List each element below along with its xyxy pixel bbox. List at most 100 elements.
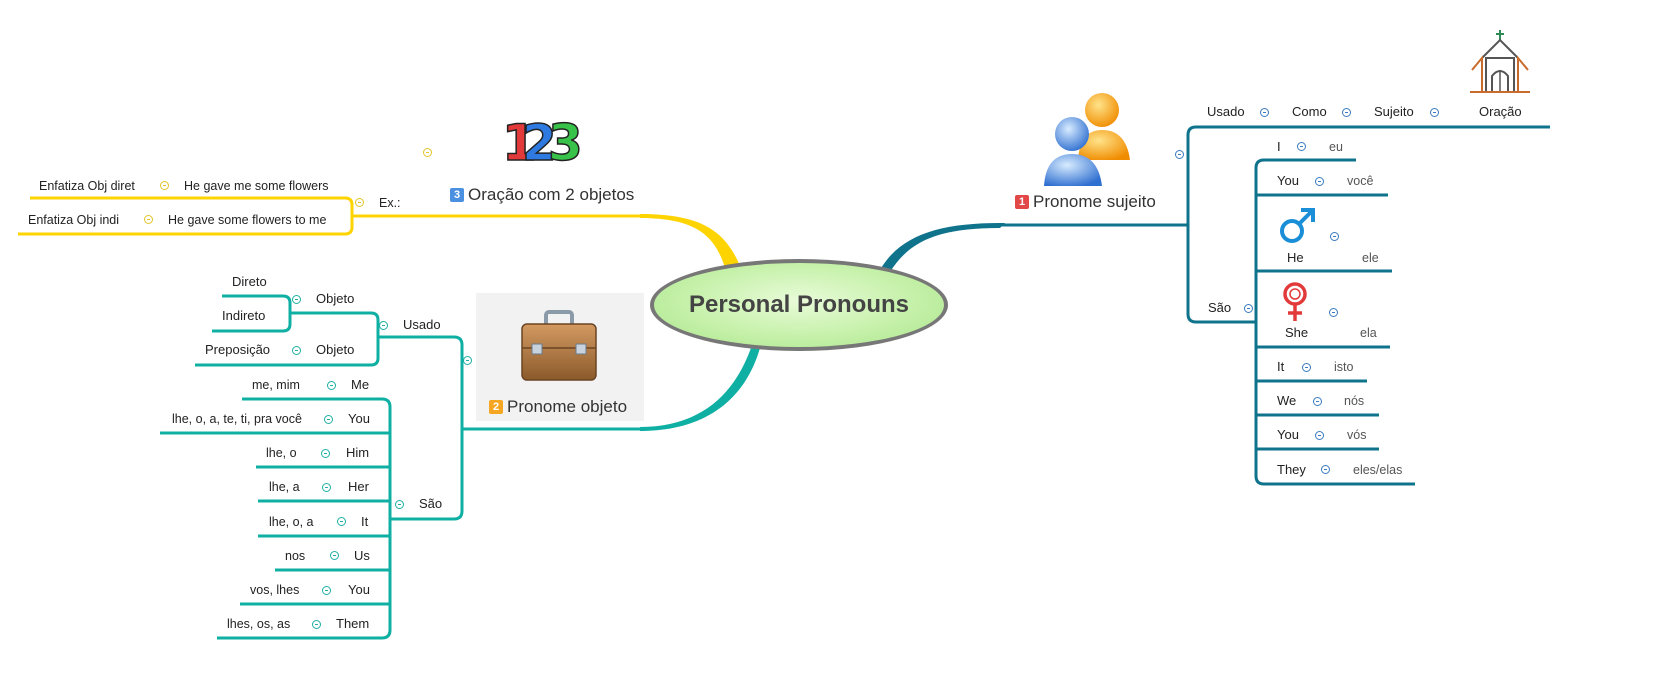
example-note[interactable]: Enfatiza Obj diret [39, 179, 135, 193]
collapse-toggle-sujeito[interactable] [1430, 108, 1439, 117]
collapse-toggle[interactable] [322, 483, 331, 492]
pronoun-pt[interactable]: você [1347, 174, 1374, 188]
badge-2: 2 [489, 400, 503, 414]
pronoun-en[interactable]: We [1277, 393, 1297, 408]
object-pronoun-pt[interactable]: lhe, o, a [269, 515, 314, 529]
collapse-toggle[interactable] [1329, 308, 1338, 317]
object-pronoun-en[interactable]: Her [348, 479, 369, 494]
central-topic-label: Personal Pronouns [688, 291, 910, 318]
collapse-toggle[interactable] [144, 215, 153, 224]
node-como[interactable]: Como [1292, 104, 1327, 119]
male-symbol-icon [1277, 205, 1317, 247]
object-pronoun-en[interactable]: You [348, 411, 370, 426]
collapse-toggle-ex[interactable] [355, 198, 364, 207]
church-icon [1468, 28, 1532, 94]
numbers-123-glyph-3: 3 [548, 114, 582, 168]
node-oracao[interactable]: Oração [1479, 104, 1522, 119]
object-pronoun-en[interactable]: You [348, 582, 370, 597]
badge-1: 1 [1015, 195, 1029, 209]
collapse-toggle[interactable] [337, 517, 346, 526]
branch-two-objects-main [640, 214, 740, 268]
collapse-toggle[interactable] [330, 551, 339, 560]
topic-pronome-objeto[interactable]: 2 Pronome objeto [489, 397, 627, 417]
node-usado-object[interactable]: Usado [403, 317, 441, 332]
collapse-toggle[interactable] [1321, 465, 1330, 474]
branch-subject-main [880, 223, 1005, 272]
users-icon [1040, 90, 1135, 190]
node-direto[interactable]: Direto [232, 274, 267, 289]
badge-3: 3 [450, 188, 464, 202]
example-note[interactable]: Enfatiza Obj indi [28, 213, 120, 227]
pronoun-en[interactable]: You [1277, 427, 1299, 442]
collapse-toggle[interactable] [321, 449, 330, 458]
topic-oracao-2-objetos-label: Oração com 2 objetos [468, 185, 635, 204]
collapse-toggle[interactable] [324, 415, 333, 424]
example-sentence[interactable]: He gave some flowers to me [168, 213, 327, 227]
collapse-toggle-subject[interactable] [1175, 150, 1184, 159]
object-pronoun-pt[interactable]: lhes, os, as [227, 617, 291, 631]
collapse-toggle[interactable] [1302, 363, 1311, 372]
collapse-toggle[interactable] [1297, 142, 1306, 151]
object-pronoun-pt[interactable]: vos, lhes [250, 583, 300, 597]
collapse-toggle-como[interactable] [1342, 108, 1351, 117]
node-sao-subject[interactable]: São [1208, 300, 1232, 315]
topic-oracao-2-objetos[interactable]: 3 Oração com 2 objetos [450, 185, 634, 205]
pronoun-pt[interactable]: ela [1360, 326, 1377, 340]
collapse-toggle-sao-object[interactable] [395, 500, 404, 509]
object-pronoun-en[interactable]: Them [336, 616, 370, 631]
node-sao-object[interactable]: São [419, 496, 443, 511]
object-pronoun-pt[interactable]: lhe, o, a, te, ti, pra você [172, 412, 302, 426]
pronoun-en[interactable]: They [1277, 462, 1306, 477]
node-objeto[interactable]: Objeto [316, 291, 355, 306]
pronoun-pt[interactable]: nós [1344, 394, 1365, 408]
pronoun-en[interactable]: He [1287, 250, 1304, 265]
pronoun-en[interactable]: She [1285, 325, 1309, 340]
central-topic[interactable]: Personal Pronouns [650, 259, 948, 351]
object-pronoun-pt[interactable]: nos [285, 549, 306, 563]
collapse-toggle-objeto[interactable] [292, 295, 301, 304]
collapse-toggle[interactable] [1313, 397, 1322, 406]
branch-object-main [640, 345, 760, 431]
pronoun-en[interactable]: It [1277, 359, 1285, 374]
collapse-toggle[interactable] [312, 620, 321, 629]
example-sentence[interactable]: He gave me some flowers [184, 179, 329, 193]
node-ex[interactable]: Ex.: [379, 196, 401, 210]
collapse-toggle[interactable] [327, 381, 336, 390]
collapse-toggle-usado-object[interactable] [379, 321, 388, 330]
collapse-toggle[interactable] [322, 586, 331, 595]
female-symbol-icon [1280, 281, 1310, 323]
pronoun-pt[interactable]: ele [1362, 251, 1379, 265]
object-pronoun-pt[interactable]: lhe, o [266, 446, 297, 460]
collapse-toggle[interactable] [1330, 232, 1339, 241]
node-sujeito[interactable]: Sujeito [1374, 104, 1414, 119]
node-usado-subject[interactable]: Usado [1207, 104, 1245, 119]
collapse-toggle-object[interactable] [463, 356, 472, 365]
pronoun-pt[interactable]: vós [1347, 428, 1367, 442]
pronoun-pt[interactable]: eu [1329, 140, 1343, 154]
pronoun-en[interactable]: You [1277, 173, 1299, 188]
object-pronoun-pt[interactable]: lhe, a [269, 480, 300, 494]
object-pronoun-pt[interactable]: me, mim [252, 378, 300, 392]
object-pronoun-en[interactable]: Me [351, 377, 370, 392]
collapse-toggle-objeto-2[interactable] [292, 346, 301, 355]
pronoun-pt[interactable]: isto [1334, 360, 1354, 374]
node-preposicao[interactable]: Preposição [205, 342, 271, 357]
numbers-123-glyph-2: 2 [522, 114, 557, 168]
collapse-toggle[interactable] [1315, 431, 1324, 440]
topic-pronome-sujeito-label: Pronome sujeito [1033, 192, 1156, 211]
collapse-toggle-two-objects[interactable] [423, 148, 432, 157]
collapse-toggle-usado-subject[interactable] [1260, 108, 1269, 117]
collapse-toggle[interactable] [1315, 177, 1324, 186]
pronoun-pt[interactable]: eles/elas [1353, 463, 1403, 477]
topic-pronome-objeto-label: Pronome objeto [507, 397, 628, 416]
object-pronoun-en[interactable]: It [361, 514, 369, 529]
topic-pronome-sujeito[interactable]: 1 Pronome sujeito [1015, 192, 1156, 212]
node-objeto-2[interactable]: Objeto [316, 342, 355, 357]
object-pronoun-en[interactable]: Him [346, 445, 370, 460]
collapse-toggle[interactable] [160, 181, 169, 190]
object-pronoun-en[interactable]: Us [354, 548, 370, 563]
collapse-toggle-sao-subject[interactable] [1244, 304, 1253, 313]
pronoun-en[interactable]: I [1277, 139, 1281, 154]
node-indireto[interactable]: Indireto [222, 308, 266, 323]
